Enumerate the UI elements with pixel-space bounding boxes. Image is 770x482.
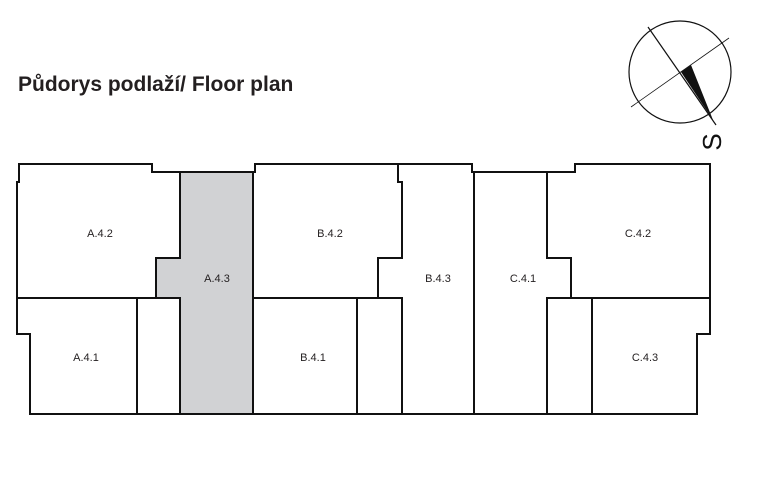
stair-b — [356, 297, 403, 415]
compass-label: S — [697, 133, 727, 150]
stair-a — [136, 297, 181, 415]
room-label: A.4.1 — [73, 352, 99, 364]
north-arrow-icon — [681, 65, 713, 120]
room-label: C.4.3 — [632, 352, 658, 364]
room-label: B.4.1 — [300, 352, 326, 364]
room-label: A.4.2 — [87, 228, 113, 240]
room-b-4-3[interactable] — [377, 163, 475, 415]
room-label: B.4.2 — [317, 228, 343, 240]
compass-axis — [647, 26, 717, 126]
room-label: A.4.3 — [204, 273, 230, 285]
room-label: C.4.1 — [510, 273, 536, 285]
compass: S — [628, 20, 732, 151]
room-c-4-3[interactable] — [591, 297, 711, 415]
room-label: B.4.3 — [425, 273, 451, 285]
page-title: Půdorys podlaží/ Floor plan — [18, 73, 294, 96]
compass-cross-axis — [630, 37, 730, 108]
stair-c — [546, 297, 593, 415]
compass-circle — [628, 20, 732, 124]
room-label: C.4.2 — [625, 228, 651, 240]
